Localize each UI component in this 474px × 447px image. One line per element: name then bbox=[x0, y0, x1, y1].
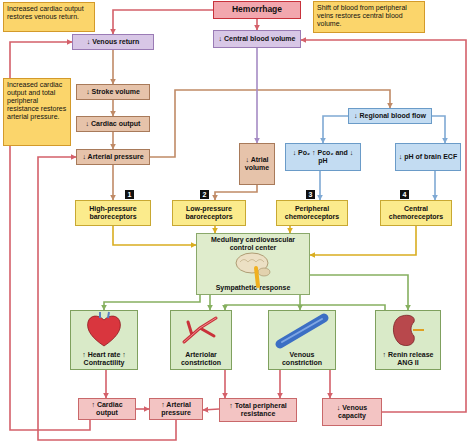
connector-arrow bbox=[319, 171, 321, 200]
connector-arrow bbox=[434, 171, 436, 200]
connector-arrow bbox=[112, 100, 114, 116]
connector-arrow bbox=[113, 10, 213, 34]
state-box: ↓ Central blood volume bbox=[213, 30, 301, 48]
node-text: ↓ Arterial pressure bbox=[82, 153, 143, 161]
effector-box: ↑ Renin release ANG II bbox=[375, 310, 441, 370]
node-text: ↓ Venous capacity bbox=[325, 404, 379, 420]
connector-arrow bbox=[224, 370, 226, 398]
node-text: Increased cardiac output and total perip… bbox=[7, 81, 67, 121]
receptor-box: Low-pressure baroreceptors bbox=[172, 200, 246, 226]
connector-arrow bbox=[279, 370, 281, 398]
effector-box: Venous constriction bbox=[268, 310, 336, 370]
state-box: ↓ Stroke volume bbox=[76, 84, 150, 100]
effector-box: Arteriolar constriction bbox=[170, 310, 232, 370]
node-text: ↓ pH of brain ECF bbox=[399, 153, 457, 161]
arteriole-illustration bbox=[184, 318, 216, 342]
connector-arrow bbox=[113, 226, 196, 245]
node-text: ↓ Central blood volume bbox=[218, 35, 295, 43]
outcome-box: ↑ Total peripheral resistance bbox=[219, 398, 297, 422]
connector-arrow bbox=[203, 409, 219, 410]
connector-arrow bbox=[105, 370, 107, 398]
node-text: Central chemoreceptors bbox=[383, 205, 449, 221]
connector-arrow bbox=[256, 48, 258, 143]
node-text: Peripheral chemoreceptors bbox=[279, 205, 345, 221]
connector-arrow bbox=[209, 295, 211, 310]
state-box: ↓ Regional blood flow bbox=[348, 108, 432, 124]
note-callout: Increased cardiac output restores venous… bbox=[3, 2, 95, 32]
node-text: ↓ Venous return bbox=[87, 38, 140, 46]
connector-arrow bbox=[289, 226, 291, 233]
connector-arrow bbox=[214, 226, 216, 233]
callout-number: 4 bbox=[400, 190, 409, 199]
node-text: ↑ Heart rate ↑ Contractility bbox=[73, 351, 135, 367]
node-text: ↑ Renin release ANG II bbox=[378, 351, 438, 367]
receptor-box: High-pressure baroreceptors bbox=[75, 200, 151, 226]
node-text: ↓ Regional blood flow bbox=[354, 112, 426, 120]
brain-illustration bbox=[236, 253, 270, 286]
control-center: Medullary cardiovascular control centerS… bbox=[196, 233, 310, 295]
note-callout: Shift of blood from peripheral veins res… bbox=[313, 1, 425, 33]
node-text: Shift of blood from peripheral veins res… bbox=[317, 4, 421, 28]
node-text: Hemorrhage bbox=[232, 5, 282, 15]
outcome-box: ↑ Arterial pressure bbox=[149, 398, 203, 420]
connector-arrow bbox=[310, 226, 416, 255]
state-box: ↓ Venous return bbox=[72, 34, 154, 50]
connector-arrow bbox=[112, 50, 114, 84]
heart-illustration bbox=[88, 312, 121, 346]
connector-arrow bbox=[215, 185, 257, 200]
callout-number: 3 bbox=[306, 190, 315, 199]
state-box: ↓ pH of brain ECF bbox=[395, 143, 461, 171]
node-text: ↑ Total peripheral resistance bbox=[222, 402, 294, 418]
callout-number: 2 bbox=[200, 190, 209, 199]
connector-arrow bbox=[136, 408, 149, 410]
node-text: Medullary cardiovascular control center bbox=[200, 236, 306, 252]
state-box: ↓ Atrial volume bbox=[239, 143, 275, 185]
node-text: Sympathetic response bbox=[216, 284, 291, 292]
node-text: ↑ Cardiac output bbox=[81, 401, 133, 417]
state-box: ↓ Arterial pressure bbox=[76, 149, 150, 165]
receptor-box: Central chemoreceptors bbox=[380, 200, 452, 226]
callout-number: 1 bbox=[125, 190, 134, 199]
node-text: Increased cardiac output restores venous… bbox=[7, 5, 91, 21]
kidney-illustration bbox=[393, 315, 424, 345]
connector-arrow bbox=[323, 116, 348, 143]
connector-arrow bbox=[112, 132, 114, 149]
connector-arrow bbox=[256, 19, 258, 30]
connector-arrow bbox=[432, 116, 445, 143]
node-text: ↓ Po₂ ↑ Pco₂ and ↓ pH bbox=[288, 149, 358, 165]
connector-arrow bbox=[329, 370, 331, 398]
outcome-box: ↑ Cardiac output bbox=[78, 398, 136, 420]
note-callout: Increased cardiac output and total perip… bbox=[3, 78, 71, 146]
node-text: ↓ Cardiac output bbox=[86, 120, 141, 128]
node-text: ↓ Atrial volume bbox=[242, 156, 272, 172]
vein-illustration bbox=[280, 318, 324, 344]
node-text: High-pressure baroreceptors bbox=[78, 205, 148, 221]
trigger-box: Hemorrhage bbox=[213, 1, 301, 19]
state-box: ↓ Cardiac output bbox=[76, 116, 150, 132]
node-text: ↑ Arterial pressure bbox=[152, 401, 200, 417]
state-box: ↓ Po₂ ↑ Pco₂ and ↓ pH bbox=[285, 143, 361, 171]
node-text: Low-pressure baroreceptors bbox=[175, 205, 243, 221]
connector-arrow bbox=[112, 165, 114, 200]
node-text: Venous constriction bbox=[271, 351, 333, 367]
connector-arrow bbox=[104, 295, 200, 310]
receptor-box: Peripheral chemoreceptors bbox=[276, 200, 348, 226]
outcome-box: ↓ Venous capacity bbox=[322, 398, 382, 426]
effector-box: ↑ Heart rate ↑ Contractility bbox=[70, 310, 138, 370]
node-text: ↓ Stroke volume bbox=[86, 88, 140, 96]
connector-arrow bbox=[299, 295, 301, 310]
node-text: Arteriolar constriction bbox=[173, 351, 229, 367]
